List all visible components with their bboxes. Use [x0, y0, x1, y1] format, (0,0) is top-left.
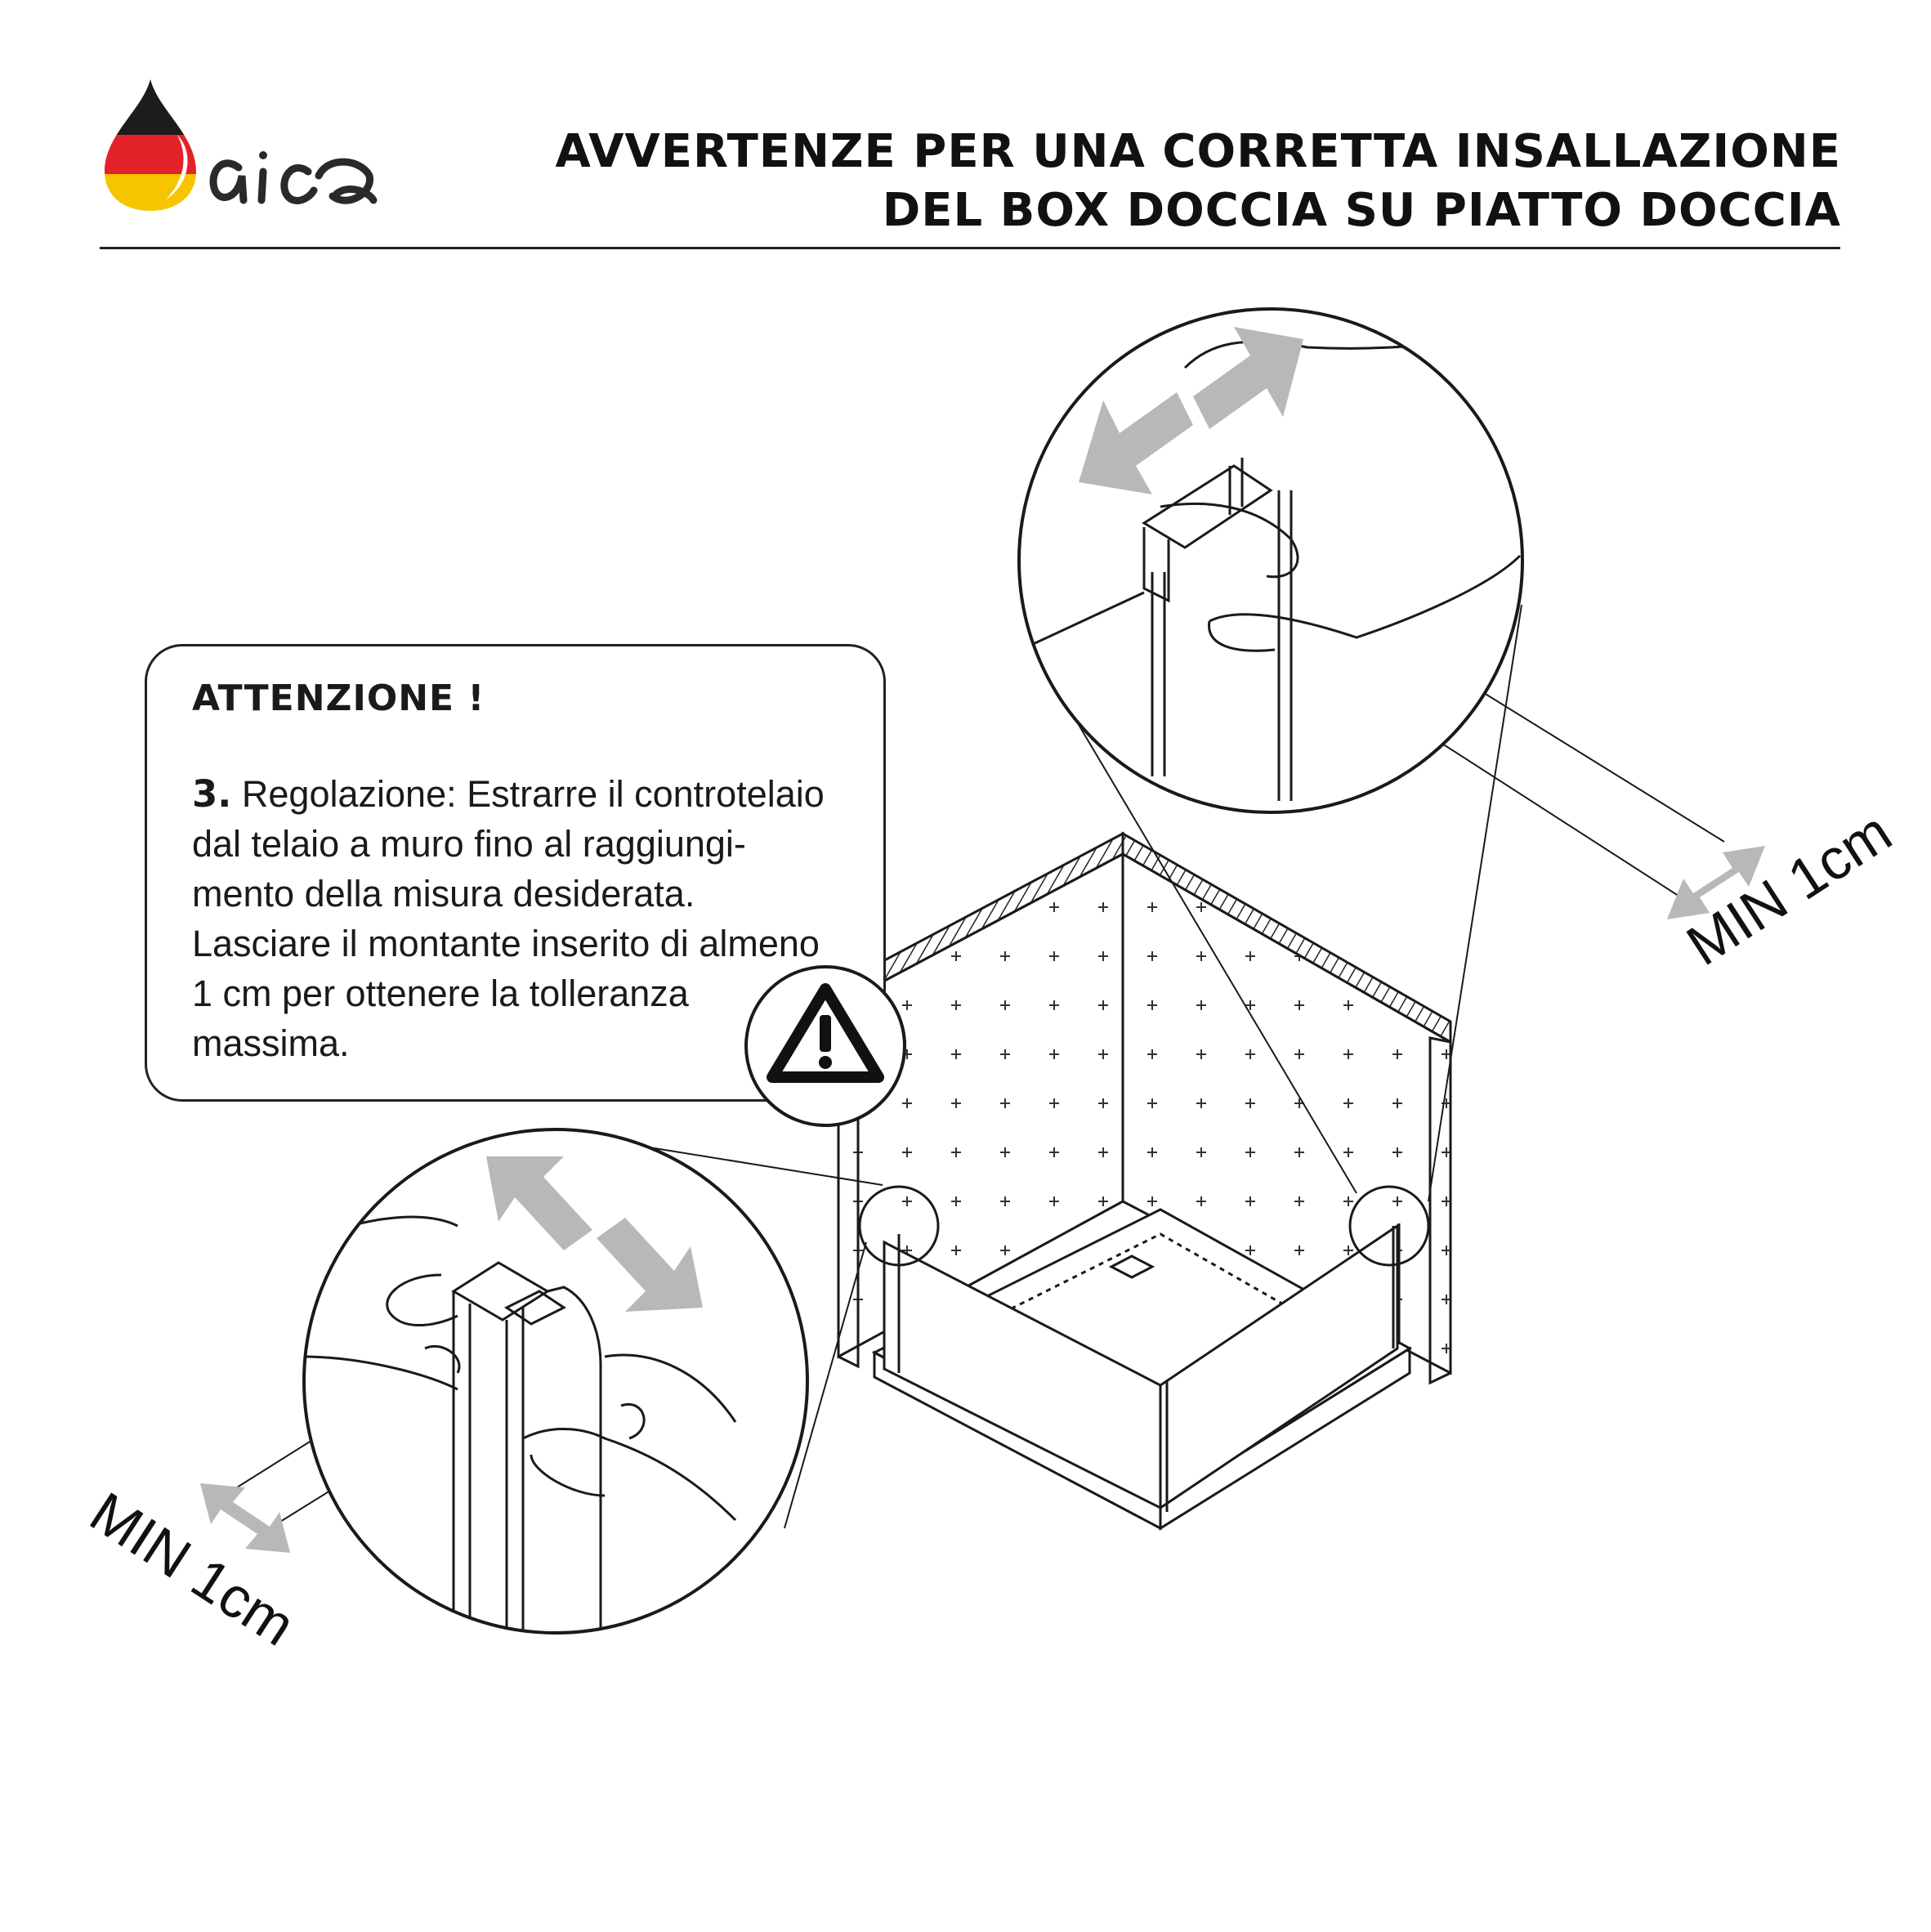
- min-gap-arrow-left: [200, 1483, 290, 1553]
- attention-notice: ATTENZIONE ! 3. Regolazione: Estrarre il…: [145, 644, 886, 1102]
- move-arrow-top: [1079, 327, 1303, 494]
- notice-step-number: 3.: [192, 772, 232, 816]
- notice-line-4: Lasciare il montante inserito di almeno: [192, 923, 820, 964]
- notice-line-2: dal telaio a muro fino al raggiungi-: [192, 823, 746, 865]
- title-line-1: AVVERTENZE PER UNA CORRETTA INSALLAZIONE: [555, 125, 1841, 178]
- detail-marker-left: [858, 1185, 940, 1267]
- drain: [1108, 1254, 1155, 1279]
- detail-marker-right: [1348, 1185, 1430, 1267]
- notice-line-6: massima.: [192, 1022, 350, 1064]
- notice-line-1: Regolazione: Estrarre il controtelaio: [231, 773, 825, 815]
- notice-heading: ATTENZIONE !: [192, 678, 485, 719]
- logo-wordmark: [209, 151, 378, 204]
- zoom-detail-top: [1017, 307, 1524, 814]
- aica-logo: [105, 79, 378, 211]
- shower-corner-walls: [837, 831, 1452, 1531]
- title-line-2: DEL BOX DOCCIA SU PIATTO DOCCIA: [882, 184, 1841, 237]
- notice-text: 3. Regolazione: Estrarre il controtelaio…: [192, 769, 878, 1068]
- header-divider: [100, 247, 1840, 249]
- min-gap-arrow-right: [1667, 846, 1765, 919]
- move-arrow-bottom: [486, 1156, 703, 1312]
- notice-line-5: 1 cm per ottenere la tolleranza: [192, 973, 689, 1014]
- page-title: AVVERTENZE PER UNA CORRETTA INSALLAZIONE…: [452, 123, 1841, 240]
- zoom-detail-bottom: [302, 1128, 809, 1635]
- notice-line-3: mento della misura desiderata.: [192, 873, 695, 915]
